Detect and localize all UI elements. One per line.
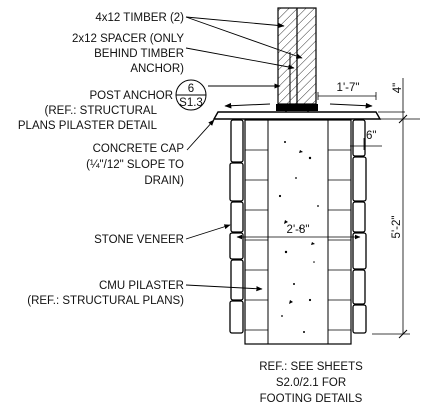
label-spacer-line-1: 2x12 SPACER (ONLY <box>72 33 184 45</box>
dim-text-cap-thickness: 4" <box>392 83 404 93</box>
label-cap-line-3: DRAIN) <box>144 175 184 187</box>
cmu-pilaster <box>244 119 352 345</box>
label-post-ref-line-1: (REF.: STRUCTURAL <box>45 105 158 117</box>
footing-note: REF.: SEE SHEETS S2.0/2.1 FOR FOOTING DE… <box>259 361 363 405</box>
dim-pilaster-height <box>372 114 410 339</box>
detail-number: 6 <box>188 83 194 95</box>
dim-cap-thickness <box>378 78 420 120</box>
dim-text-pilaster-height: 5'-2" <box>391 216 403 239</box>
dimension-texts: 1'-7" 4" 6" 2'-8" 5'-2" <box>287 82 404 238</box>
label-post-anchor: POST ANCHOR <box>90 90 174 102</box>
dim-cap-overhang <box>317 92 377 100</box>
leader-lines <box>185 16 303 292</box>
label-cap-line-1: CONCRETE CAP <box>93 143 185 155</box>
detail-sheet: S1.3 <box>179 97 203 109</box>
stone-veneer-left <box>229 119 244 334</box>
label-cmu-line-2: (REF.: STRUCTURAL PLANS) <box>27 295 184 307</box>
label-timber: 4x12 TIMBER (2) <box>95 12 184 24</box>
label-spacer-line-3: ANCHOR) <box>130 63 184 75</box>
label-post-ref-line-2: PLANS PILASTER DETAIL <box>18 120 158 132</box>
footing-note-line-3: FOOTING DETAILS <box>260 393 363 405</box>
label-veneer: STONE VENEER <box>94 234 184 246</box>
footing-note-line-2: S2.0/2.1 FOR <box>276 377 346 389</box>
dim-veneer-setback <box>350 138 382 150</box>
label-spacer-line-2: BEHIND TIMBER <box>94 48 184 60</box>
label-cap-line-2: (¼"/12" SLOPE TO <box>86 159 184 171</box>
label-cmu-line-1: CMU PILASTER <box>99 280 184 292</box>
callout-labels: 4x12 TIMBER (2) 2x12 SPACER (ONLY BEHIND… <box>18 12 184 307</box>
footing-note-line-1: REF.: SEE SHEETS <box>259 361 363 373</box>
dim-text-veneer-setback: 6" <box>366 130 376 142</box>
stone-veneer-right <box>352 119 367 334</box>
detail-callout: 6 S1.3 <box>175 79 207 111</box>
dim-text-core-width: 2'-8" <box>287 224 310 236</box>
dim-text-cap-overhang: 1'-7" <box>337 82 360 94</box>
